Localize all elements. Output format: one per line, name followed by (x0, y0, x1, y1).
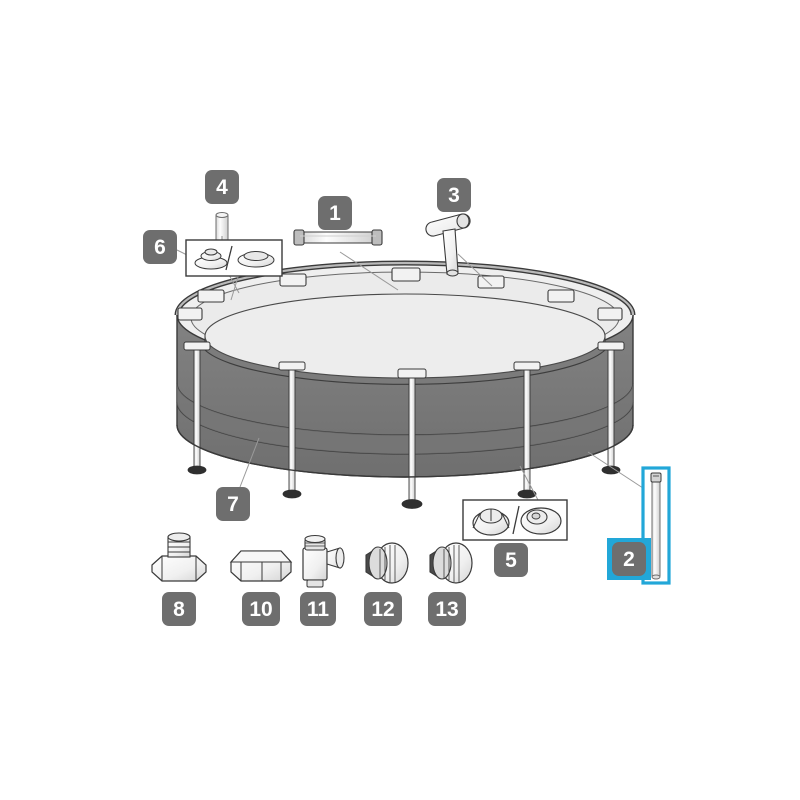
leader-line-part-6b (230, 276, 239, 301)
valve-body (302, 547, 328, 581)
part-2-badge-label: 2 (623, 548, 635, 571)
rail-clip (177, 307, 203, 321)
rail-tube-body (299, 231, 377, 244)
part-10-component[interactable] (229, 550, 293, 582)
rail-clip (597, 307, 623, 321)
part-1-badge[interactable]: 1 (318, 196, 352, 230)
part-12-badge-label: 12 (371, 598, 394, 621)
part-5-foot-pad (472, 508, 510, 536)
leg-bracket (278, 361, 306, 371)
leg-bracket (397, 368, 427, 379)
rail-connector-clips (177, 267, 623, 321)
leader-line-part-7 (239, 437, 260, 488)
part-6-separator-slash (225, 245, 233, 271)
pool-water-surface (204, 293, 606, 379)
leg-foot (601, 465, 621, 475)
part-13-badge-label: 13 (435, 598, 458, 621)
leader-line-part-5 (519, 465, 539, 501)
part-1-badge-label: 1 (329, 202, 341, 225)
part-12-badge[interactable]: 12 (364, 592, 402, 626)
part-5-box[interactable] (462, 499, 568, 541)
part-13-component[interactable] (429, 542, 473, 584)
part-11-badge-label: 11 (307, 598, 330, 621)
part-1-component[interactable] (293, 229, 383, 246)
t-connector-socket (456, 213, 470, 229)
part-5-badge[interactable]: 5 (494, 543, 528, 577)
part-7-badge[interactable]: 7 (216, 487, 250, 521)
part-6-badge-label: 6 (154, 236, 166, 259)
part-4-badge-label: 4 (216, 176, 228, 199)
rail-clip (279, 273, 307, 287)
pool-legs (183, 341, 625, 509)
part-10-badge[interactable]: 10 (242, 592, 280, 626)
part-2-pole-shaft (651, 479, 661, 578)
leader-line-part-1 (339, 251, 399, 291)
part-12-component[interactable] (365, 542, 409, 584)
rail-clip (547, 289, 575, 303)
part-8-badge-label: 8 (173, 598, 185, 621)
drain-plug-hex-nut (151, 555, 207, 582)
part-2-badge-chip (612, 542, 646, 576)
pool-illustration (174, 260, 636, 509)
part-10-badge-label: 10 (249, 598, 272, 621)
fitting-thread-ring-12 (368, 546, 388, 580)
leg-bracket (597, 341, 625, 351)
rail-tube-end-right (371, 229, 383, 246)
part-2-pole-cap (650, 472, 662, 483)
t-connector-bottom-opening (446, 269, 459, 277)
part-11-badge[interactable]: 11 (300, 592, 336, 626)
part-5-disc-pad (520, 507, 562, 535)
part-2-pole-bottom (651, 574, 661, 580)
part-3-component[interactable] (425, 213, 471, 277)
part-11-component[interactable] (302, 534, 345, 588)
rail-clip (391, 267, 421, 282)
leg-foot (187, 465, 207, 475)
leader-line-part-3 (457, 253, 493, 287)
part-3-badge-label: 3 (448, 184, 460, 207)
part-13-badge[interactable]: 13 (428, 592, 466, 626)
part-8-badge[interactable]: 8 (162, 592, 196, 626)
rail-clip (197, 289, 225, 303)
leg-bracket (183, 341, 211, 351)
part-8-component[interactable] (151, 532, 207, 582)
valve-bottom-collar (306, 579, 324, 588)
part-2-badge[interactable]: 2 (607, 538, 651, 580)
leg-foot (401, 499, 423, 509)
part-6-cap-dome (194, 248, 228, 270)
part-6-badge[interactable]: 6 (143, 230, 177, 264)
fitting-thread-ring-13 (432, 546, 452, 580)
part-3-badge[interactable]: 3 (437, 178, 471, 212)
rail-tube-end-left (293, 229, 305, 246)
part-2-component-box[interactable] (641, 466, 671, 585)
leg-foot (517, 489, 537, 499)
leader-line-part-2 (587, 451, 647, 491)
part-5-separator-slash (512, 505, 520, 535)
pin-head (215, 212, 229, 218)
part-6-box[interactable] (185, 239, 283, 277)
pool-band-line-upper (176, 382, 634, 436)
rail-clip (477, 275, 505, 289)
drain-plug-top (167, 532, 191, 542)
leg-foot (282, 489, 302, 499)
part-4-badge[interactable]: 4 (205, 170, 239, 204)
flat-cap-top-face (229, 550, 293, 563)
part-5-badge-label: 5 (505, 549, 517, 572)
pool-bottom-edge (176, 424, 634, 478)
part-6-cap-ring (237, 251, 275, 268)
part-7-badge-label: 7 (227, 493, 239, 516)
part-number-badges: 1 3 4 6 7 5 (143, 170, 651, 626)
valve-side-port-cap (335, 547, 345, 569)
leg-bracket (513, 361, 541, 371)
valve-top-opening (304, 534, 326, 544)
